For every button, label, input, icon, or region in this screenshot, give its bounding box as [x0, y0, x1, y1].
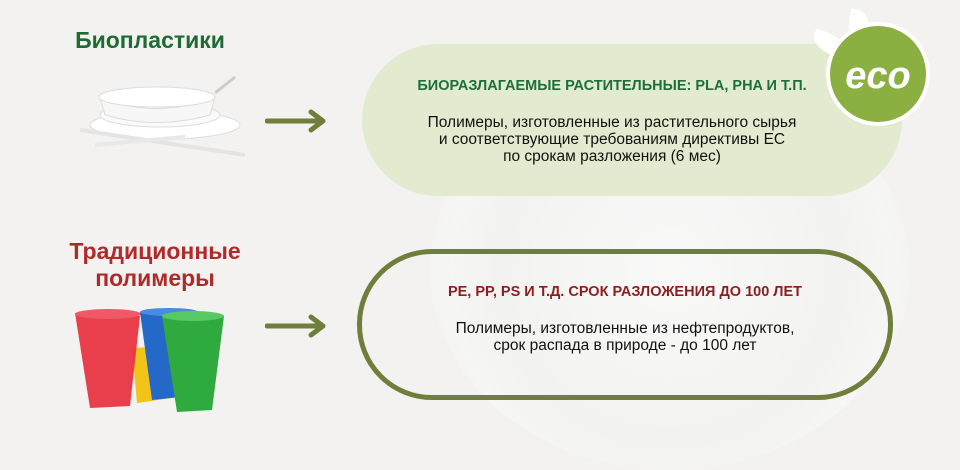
eco-badge: eco	[826, 22, 930, 126]
bio-line: по срокам разложения (6 мес)	[503, 148, 721, 165]
bio-tableware-image	[79, 75, 246, 157]
bio-line: Полимеры, изготовленные из растительного…	[427, 114, 797, 131]
title-line: Традиционные	[69, 238, 241, 264]
traditional-polymers-title: Традиционные полимеры	[40, 238, 270, 292]
arrow-right-icon	[265, 314, 326, 338]
bio-line: и соответствующие требованиям директивы …	[438, 131, 786, 148]
bio-header: БИОРАЗЛАГАЕМЫЕ РАСТИТЕЛЬНЫЕ: PLA, PHA И …	[417, 78, 807, 94]
traditional-line: Полимеры, изготовленные из нефтепродукто…	[455, 320, 795, 337]
bioplastics-title: Биопластики	[75, 27, 225, 53]
plastic-cups-image	[75, 308, 224, 412]
title-line: полимеры	[95, 265, 215, 291]
traditional-header: PE, PP, PS И Т.Д. СРОК РАЗЛОЖЕНИЯ ДО 100…	[447, 284, 803, 300]
arrow-right-icon	[265, 109, 326, 133]
traditional-info-card: PE, PP, PS И Т.Д. СРОК РАЗЛОЖЕНИЯ ДО 100…	[357, 249, 893, 400]
bio-info-card: БИОРАЗЛАГАЕМЫЕ РАСТИТЕЛЬНЫЕ: PLA, PHA И …	[362, 44, 902, 196]
traditional-line: срок распада в природе - до 100 лет	[493, 337, 757, 354]
